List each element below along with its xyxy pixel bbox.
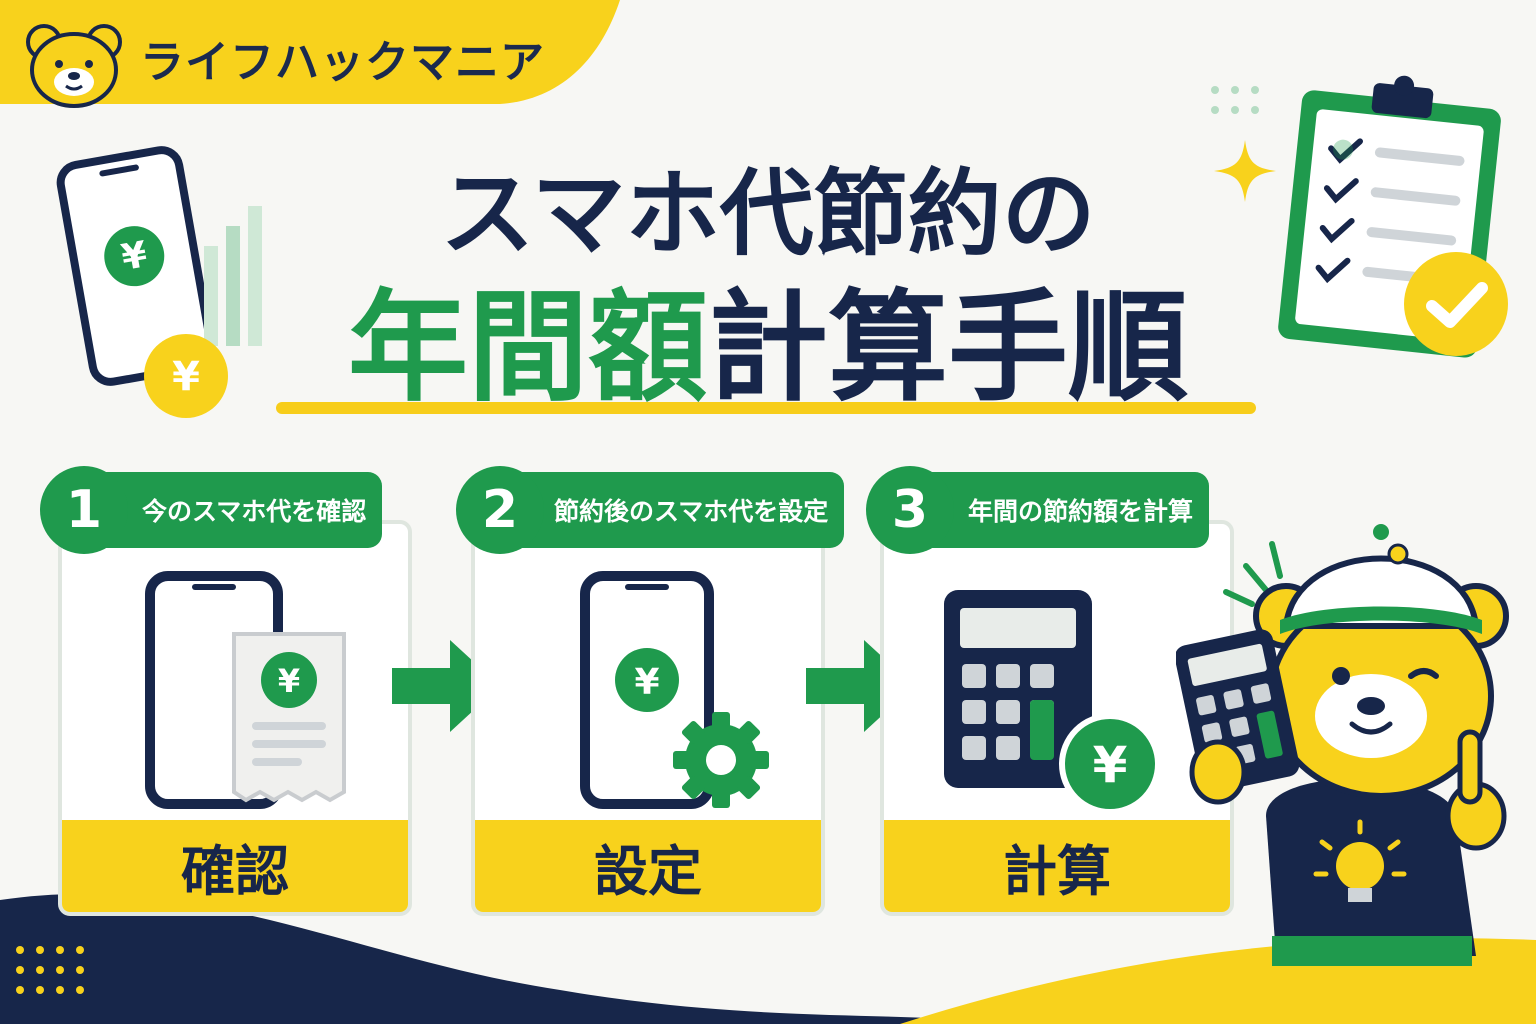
bear-mascot-icon (1176, 524, 1509, 966)
calculator-illustration: ¥ (944, 590, 1161, 815)
svg-text:¥: ¥ (634, 662, 659, 703)
calculator-icon (944, 590, 1092, 788)
gear-icon (673, 712, 769, 808)
sparkle-icon (1214, 140, 1276, 202)
step-heading-1: 今のスマホ代を確認 (142, 497, 367, 526)
step-card-1: ¥ 確認 (58, 520, 412, 916)
title-highlight: 年間額 (348, 279, 708, 418)
phone-gear-illustration: ¥ (580, 571, 769, 809)
step-tab-2: 2 節約後のスマホ代を設定 (456, 466, 845, 554)
step-tab-3: 3 年間の節約額を計算 (866, 466, 1210, 554)
yen-coin-icon: ¥ (144, 334, 228, 418)
step-label-1: 確認 (62, 820, 408, 912)
step-label-2: 設定 (475, 820, 821, 912)
phone-receipt-illustration: ¥ (145, 571, 346, 809)
phone-yen-icon: ¥ (56, 146, 216, 386)
svg-text:¥: ¥ (278, 662, 300, 700)
svg-text:¥: ¥ (1093, 736, 1128, 794)
step-number-3: 3 (866, 466, 954, 554)
svg-text:¥: ¥ (172, 354, 200, 400)
logo-band (0, 0, 620, 104)
step-card-2: ¥ 設定 (471, 520, 825, 916)
check-badge-icon (1404, 252, 1508, 356)
bar-chart-icon (204, 206, 262, 346)
title-rest: 計算手順 (708, 279, 1188, 418)
step-number-2: 2 (456, 466, 544, 554)
title-line-2: 年間額計算手順 (0, 250, 1536, 424)
step-heading-2: 節約後のスマホ代を設定 (554, 497, 829, 526)
brand-name: ライフハックマニア (140, 37, 545, 88)
step-card-3: ¥ 計算 (880, 520, 1234, 916)
step-number-1: 1 (40, 466, 128, 554)
title-line-1: スマホ代節約の (440, 160, 1096, 269)
title-underline (276, 402, 1256, 414)
step-tab-1: 1 今のスマホ代を確認 (40, 466, 383, 554)
bear-logo-icon (26, 24, 122, 108)
step-heading-3: 年間の節約額を計算 (968, 497, 1194, 526)
step-label-3: 計算 (884, 820, 1230, 912)
